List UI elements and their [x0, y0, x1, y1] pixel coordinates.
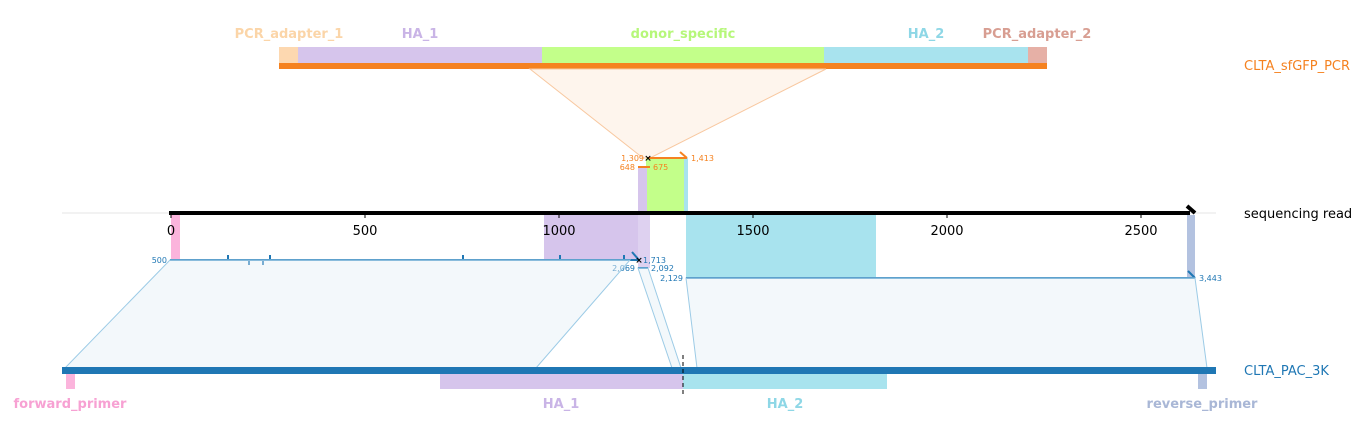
target-alignment-1-arrow — [631, 251, 640, 261]
read-tick-label: 1000 — [542, 224, 575, 239]
donor-end-label: 1,413 — [691, 154, 714, 163]
target-feature-forward-primer — [66, 374, 75, 389]
target-feature-ha1 — [440, 374, 683, 389]
t3-start-label: 2,129 — [660, 274, 683, 283]
target-feature-ha2 — [683, 374, 887, 389]
read-ha1-block — [544, 215, 638, 260]
t3-end-label: 3,443 — [1199, 274, 1222, 283]
read-tick-label: 0 — [167, 224, 175, 239]
donor-track: PCR_adapter_1 HA_1 donor_specific HA_2 P… — [235, 27, 1350, 74]
read-donor-specific-block — [646, 158, 686, 213]
read-tick-label: 500 — [353, 224, 378, 239]
donor-read-start-label: 648 — [620, 163, 635, 172]
target-projection-2 — [637, 267, 682, 369]
read-ticks: 0 500 1000 1500 2000 2500 — [167, 213, 1158, 239]
read-tick-label: 1500 — [736, 224, 769, 239]
read-arrowhead — [1185, 204, 1197, 215]
donor-label-ha1: HA_1 — [402, 27, 439, 42]
donor-start-label: 1,309 — [621, 154, 644, 163]
read-forward-primer-block — [171, 215, 180, 260]
read-ha1-small-block — [638, 215, 650, 268]
read-track: 0 500 1000 1500 2000 2500 sequencing read × 1… — [62, 151, 1352, 283]
target-label-ha1: HA_1 — [543, 397, 580, 412]
donor-alignment-arrow — [679, 151, 688, 159]
read-reverse-primer-block — [1187, 215, 1195, 278]
read-tick-label: 2000 — [930, 224, 963, 239]
donor-read-end-label: 675 — [653, 163, 668, 172]
donor-name: CLTA_sfGFP_PCR — [1244, 59, 1350, 74]
target-alignment-3-arrow — [1187, 270, 1196, 279]
read-name: sequencing read — [1244, 207, 1352, 222]
read-tick-label: 2500 — [1124, 224, 1157, 239]
target-track: CLTA_PAC_3K forward_primer HA_1 HA_2 rev… — [14, 355, 1329, 412]
t2-end-label: 2,092 — [651, 264, 674, 273]
donor-label-pcr-adapter-2: PCR_adapter_2 — [983, 27, 1092, 42]
target-alignment-1-end-marker: × — [635, 256, 643, 266]
target-name: CLTA_PAC_3K — [1244, 364, 1329, 379]
target-label-ha2: HA_2 — [767, 397, 804, 412]
read-donor-ha2-block — [684, 158, 688, 213]
donor-feature-ha2 — [824, 47, 1028, 65]
t2-start-label: 2,069 — [612, 264, 635, 273]
target-feature-reverse-primer — [1198, 374, 1207, 389]
donor-start-marker: × — [644, 154, 652, 164]
donor-feature-pcr-adapter-2 — [1028, 47, 1047, 65]
target-backbone — [62, 367, 1216, 374]
t1-end-label: 1,713 — [643, 256, 666, 265]
donor-feature-donor-specific — [542, 47, 824, 65]
donor-label-donor-specific: donor_specific — [631, 27, 736, 42]
donor-projection — [528, 68, 827, 159]
target-projection-3 — [685, 277, 1208, 369]
read-ha2-block — [686, 215, 876, 278]
target-projections — [63, 259, 1208, 369]
donor-feature-pcr-adapter-1 — [279, 47, 298, 65]
donor-feature-ha1 — [298, 47, 542, 65]
read-donor-ha1-block — [638, 167, 647, 213]
target-label-forward-primer: forward_primer — [14, 397, 128, 412]
donor-backbone — [279, 63, 1047, 69]
donor-label-pcr-adapter-1: PCR_adapter_1 — [235, 27, 344, 42]
target-projection-1 — [63, 259, 632, 369]
t1-start-label: 500 — [152, 256, 167, 265]
donor-label-ha2: HA_2 — [908, 27, 945, 42]
target-label-reverse-primer: reverse_primer — [1147, 397, 1259, 412]
